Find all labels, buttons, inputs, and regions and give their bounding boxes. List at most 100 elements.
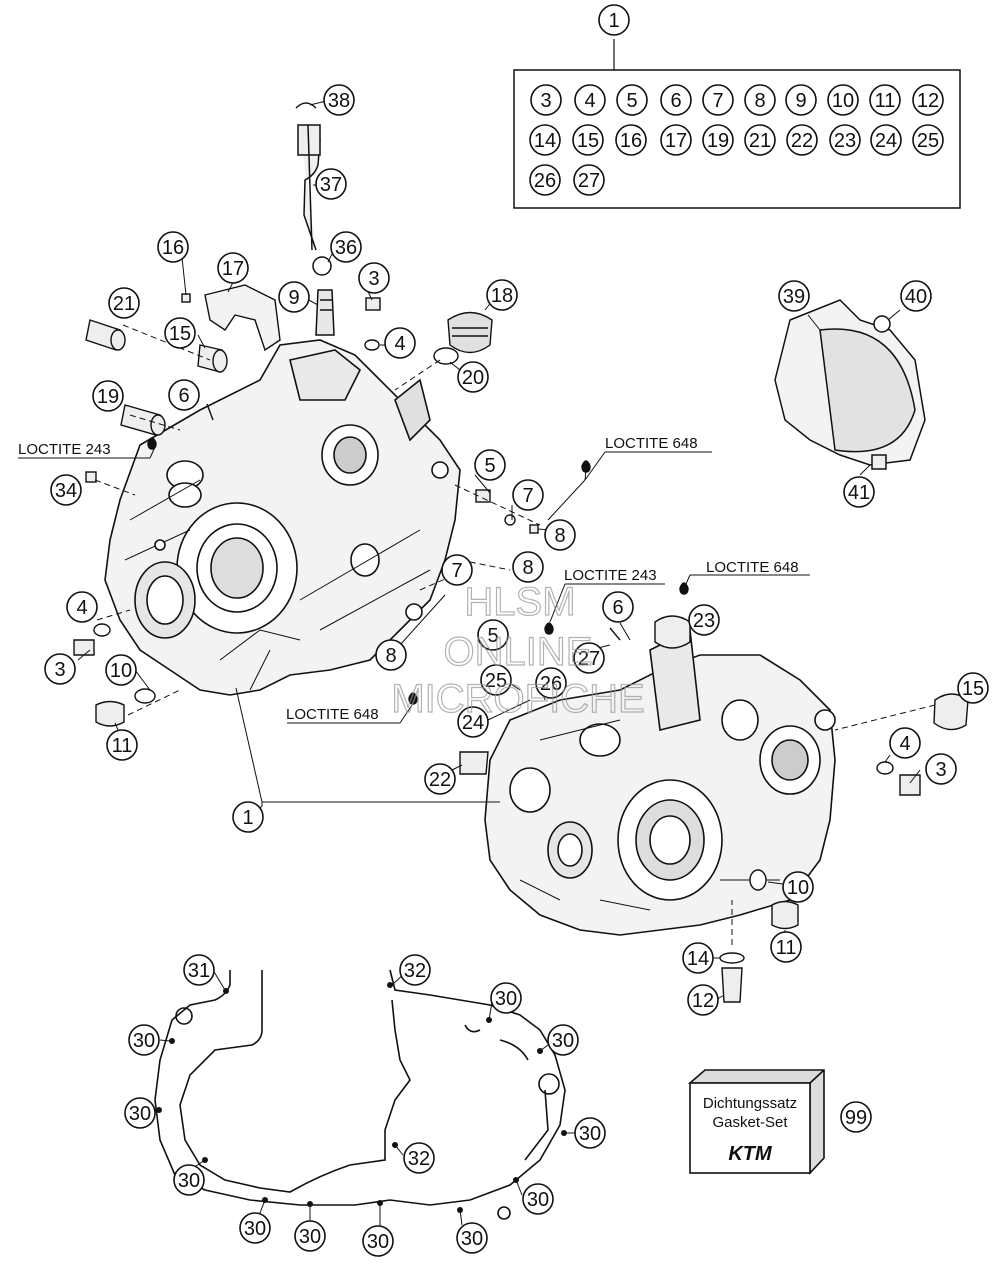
callout-circle	[490, 982, 522, 1014]
loctite-labels: LOCTITE 243 LOCTITE 648 LOCTITE 243 LOCT…	[18, 435, 799, 723]
callout-circle	[375, 639, 407, 671]
callout-number: 14	[687, 948, 709, 970]
callout-circle	[843, 476, 875, 508]
callout-circle	[477, 619, 509, 651]
callout-l4c: 4	[889, 727, 921, 759]
callout-number: 8	[385, 645, 396, 667]
callout-number: 6	[612, 597, 623, 619]
callout-number: 20	[462, 367, 484, 389]
callout-number: 3	[935, 759, 946, 781]
callout-l32a: 32	[399, 954, 431, 986]
callout-l37: 37	[315, 168, 347, 200]
callout-circle	[827, 84, 859, 116]
callout-circle	[574, 84, 606, 116]
callout-l5b: 5	[477, 619, 509, 651]
callout-c22: 22	[786, 124, 818, 156]
callout-circle	[66, 591, 98, 623]
callout-number: 10	[110, 660, 132, 682]
callout-circle	[786, 124, 818, 156]
callout-l12: 12	[687, 984, 719, 1016]
callout-circle	[544, 519, 576, 551]
callout-circle	[294, 1220, 326, 1252]
callout-circle	[574, 1117, 606, 1149]
callout-l30k: 30	[456, 1222, 488, 1254]
callout-l22: 22	[424, 763, 456, 795]
callout-c3: 3	[530, 84, 562, 116]
callout-number: 30	[552, 1030, 574, 1052]
loctite-label: LOCTITE 648	[706, 559, 799, 576]
callout-circle	[124, 1097, 156, 1129]
callout-l6b: 6	[602, 591, 634, 623]
callout-number: 8	[754, 90, 765, 112]
gasket-kit-line2: Gasket-Set	[712, 1114, 788, 1131]
callout-number: 3	[54, 659, 65, 681]
callout-l16: 16	[157, 231, 189, 263]
callout-number: 99	[845, 1107, 867, 1129]
callout-circle	[168, 379, 200, 411]
callout-number: 27	[578, 170, 600, 192]
callout-circle	[957, 672, 989, 704]
callout-circle	[840, 1101, 872, 1133]
callout-l19: 19	[92, 380, 124, 412]
callout-number: 6	[178, 385, 189, 407]
callout-circle	[105, 654, 137, 686]
callout-number: 7	[712, 90, 723, 112]
callout-number: 23	[693, 610, 715, 632]
callout-circle	[702, 84, 734, 116]
callout-number: 5	[484, 455, 495, 477]
callout-circle	[278, 281, 310, 313]
callout-circle	[869, 84, 901, 116]
callout-l6a: 6	[168, 379, 200, 411]
callout-circle	[530, 84, 562, 116]
callout-circle	[687, 984, 719, 1016]
callout-circle	[183, 954, 215, 986]
callout-number: 4	[584, 90, 595, 112]
loctite-label: LOCTITE 648	[605, 435, 698, 452]
callout-l30e: 30	[574, 1117, 606, 1149]
callout-number: 30	[129, 1103, 151, 1125]
callout-circle	[912, 84, 944, 116]
callout-number: 12	[692, 990, 714, 1012]
callout-circle	[744, 84, 776, 116]
kit-contents-box	[513, 39, 961, 209]
callout-circle	[598, 4, 630, 36]
callout-number: 24	[875, 130, 897, 152]
callout-l30c: 30	[547, 1024, 579, 1056]
svg-text:MICROFICHE: MICROFICHE	[391, 677, 644, 721]
callout-circle	[362, 1225, 394, 1257]
callout-circle	[535, 667, 567, 699]
callout-circle	[173, 1164, 205, 1196]
callout-l3b: 3	[44, 653, 76, 685]
callout-l7b: 7	[441, 554, 473, 586]
callout-l1_bottom: 1	[232, 801, 264, 833]
callout-number: 30	[133, 1030, 155, 1052]
callout-circle	[529, 124, 561, 156]
callout-number: 22	[429, 769, 451, 791]
callout-number: 38	[328, 90, 350, 112]
callout-circle	[547, 1024, 579, 1056]
callout-circle	[399, 954, 431, 986]
crankcase-gaskets	[154, 969, 567, 1220]
callout-circle	[702, 124, 734, 156]
callout-circle	[529, 164, 561, 196]
callout-circle	[829, 124, 861, 156]
callout-circle	[688, 604, 720, 636]
callout-number: 17	[222, 258, 244, 280]
callout-l11b: 11	[770, 931, 802, 963]
callout-number: 4	[76, 597, 87, 619]
callout-number: 26	[540, 673, 562, 695]
callout-circle	[912, 124, 944, 156]
callout-l10a: 10	[105, 654, 137, 686]
callout-circle	[744, 124, 776, 156]
callout-circle	[486, 279, 518, 311]
callout-number: 4	[394, 333, 405, 355]
callout-circle	[358, 262, 390, 294]
callout-circle	[660, 84, 692, 116]
callout-l30g: 30	[522, 1183, 554, 1215]
callout-number: 25	[485, 670, 507, 692]
callout-number: 27	[578, 648, 600, 670]
callout-circle	[785, 84, 817, 116]
callout-number: 25	[917, 130, 939, 152]
callout-c12: 12	[912, 84, 944, 116]
svg-text:ONLINE: ONLINE	[444, 630, 593, 674]
